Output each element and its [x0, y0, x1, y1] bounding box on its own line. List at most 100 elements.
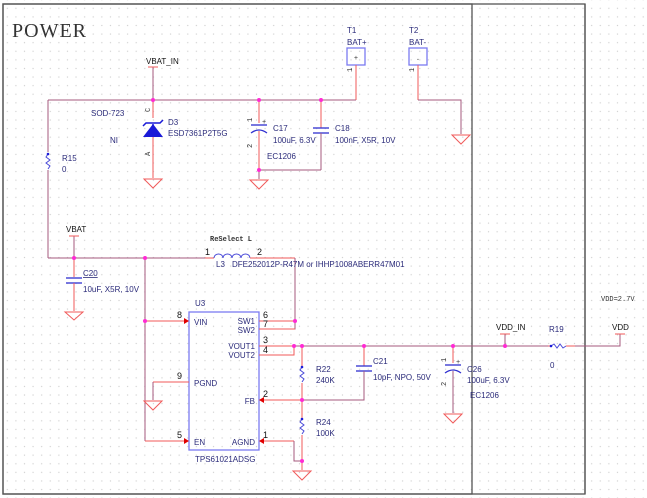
pin-vout2-num: 4 — [263, 345, 268, 355]
c18-value: 100nF, X5R, 10V — [335, 136, 396, 145]
ground-icon — [291, 470, 313, 481]
net-label-vbat-in: VBAT_IN — [146, 57, 179, 66]
l3-pin2: 2 — [257, 247, 262, 257]
junction-dot — [300, 398, 304, 402]
r24-value: 100K — [316, 429, 335, 438]
resistor-r22[interactable] — [299, 346, 305, 400]
pin-vout1-name: VOUT1 — [228, 342, 255, 351]
junction-dot — [72, 256, 76, 260]
junction-dot — [451, 344, 455, 348]
sheet-frame — [2, 3, 586, 495]
resistor-icon — [550, 343, 567, 349]
ground-icon — [248, 170, 270, 190]
c26-plus: + — [456, 359, 460, 367]
junction-dot — [257, 98, 261, 102]
capacitor-c17[interactable] — [250, 100, 321, 171]
l3-pin1: 1 — [205, 247, 210, 257]
diode-pin-a: A — [145, 151, 153, 156]
t2-pin: 1 — [409, 68, 417, 72]
junction-dot — [503, 344, 507, 348]
pin-fb[interactable] — [259, 397, 302, 403]
diode-ref: D3 — [168, 118, 179, 127]
r24-ref: R24 — [316, 418, 331, 427]
junction-dot — [292, 344, 296, 348]
c20-ref: C20 — [83, 269, 98, 278]
r22-ref: R22 — [316, 365, 331, 374]
c17-ref: C17 — [273, 124, 288, 133]
c26-pin2: 2 — [441, 382, 449, 386]
l3-value: DFE252012P-R47M or IHHP1008ABERR47M01 — [232, 260, 405, 269]
connector-t2[interactable] — [408, 47, 462, 134]
pin-vout1-num: 3 — [263, 335, 268, 345]
pin-agnd[interactable] — [259, 438, 302, 462]
net-label-vdd-in: VDD_IN — [496, 323, 526, 332]
resistor-r19[interactable] — [548, 333, 625, 349]
u3-ref: U3 — [195, 299, 206, 308]
c20-value: 10uF, X5R, 10V — [83, 285, 140, 294]
t1-pin: 1 — [347, 68, 355, 72]
sheet-title: POWER — [12, 20, 87, 42]
resistor-icon — [299, 418, 305, 435]
c26-ref: C26 — [467, 365, 482, 374]
pin-fb-num: 2 — [263, 389, 268, 399]
t1-name: BAT+ — [347, 38, 367, 47]
net-vbat-rail[interactable] — [48, 235, 205, 441]
capacitor-c26[interactable] — [444, 346, 462, 413]
c21-ref: C21 — [373, 357, 388, 366]
pin-agnd-name: AGND — [232, 438, 255, 447]
c21-value: 10pF, NPO, 50V — [373, 373, 431, 382]
u3-part: TPS61021ADSG — [195, 455, 255, 464]
c17-package: EC1206 — [267, 152, 296, 161]
connector-t1[interactable] — [346, 47, 366, 100]
pin-vin-num: 8 — [177, 310, 182, 320]
ground-icon — [450, 134, 472, 145]
ground-icon — [142, 400, 164, 411]
pin-pgnd-num: 9 — [177, 371, 182, 381]
capacitor-c20[interactable] — [66, 258, 82, 311]
c18-ref: C18 — [335, 124, 350, 133]
pin-pgnd[interactable] — [152, 381, 189, 400]
r15-value: 0 — [62, 165, 67, 174]
diode-package: SOD-723 — [91, 109, 125, 118]
resistor-r24[interactable] — [299, 400, 305, 470]
c26-package: EC1206 — [470, 391, 499, 400]
pin-pgnd-name: PGND — [194, 379, 217, 388]
c17-pin2: 2 — [247, 144, 255, 148]
junction-dot — [362, 344, 366, 348]
pin-sw1-num: 6 — [263, 310, 268, 320]
capacitor-c21[interactable] — [302, 346, 372, 401]
ground-icon — [142, 178, 164, 189]
c17-pin1: 1 — [247, 118, 255, 122]
junction-dot — [300, 344, 304, 348]
r22-value: 240K — [316, 376, 335, 385]
ground-icon — [63, 311, 85, 321]
pin-en-name: EN — [194, 438, 205, 447]
pin-en[interactable] — [145, 438, 189, 444]
pin-en-num: 5 — [177, 430, 182, 440]
t1-ref: T1 — [347, 26, 357, 35]
c17-plus: + — [262, 119, 266, 127]
net-vbat-in-rail[interactable] — [48, 66, 356, 101]
l3-ref: L3 — [216, 260, 225, 269]
inductor-note: ReSelect L — [210, 236, 252, 244]
pin-vin[interactable] — [145, 318, 189, 324]
junction-dot — [143, 256, 147, 260]
resistor-icon — [299, 366, 305, 383]
junction-dot — [143, 319, 147, 323]
pin-vout2[interactable] — [259, 346, 295, 356]
resistor-r15[interactable] — [45, 100, 51, 258]
net-vdd-in-rail[interactable] — [294, 333, 548, 347]
junction-dot — [319, 98, 323, 102]
pin-agnd-num: 1 — [263, 430, 268, 440]
ic-u3[interactable] — [188, 311, 260, 451]
junction-dot — [151, 98, 155, 102]
capacitor-c18[interactable] — [313, 100, 329, 170]
pin-fb-name: FB — [245, 397, 255, 406]
ground-icon — [442, 413, 464, 424]
resistor-icon — [45, 153, 51, 170]
junction-dot — [293, 319, 297, 323]
t2-symbol: . — [416, 55, 420, 63]
pin-sw2-name: SW2 — [238, 326, 256, 335]
diode-d3[interactable] — [142, 100, 164, 178]
